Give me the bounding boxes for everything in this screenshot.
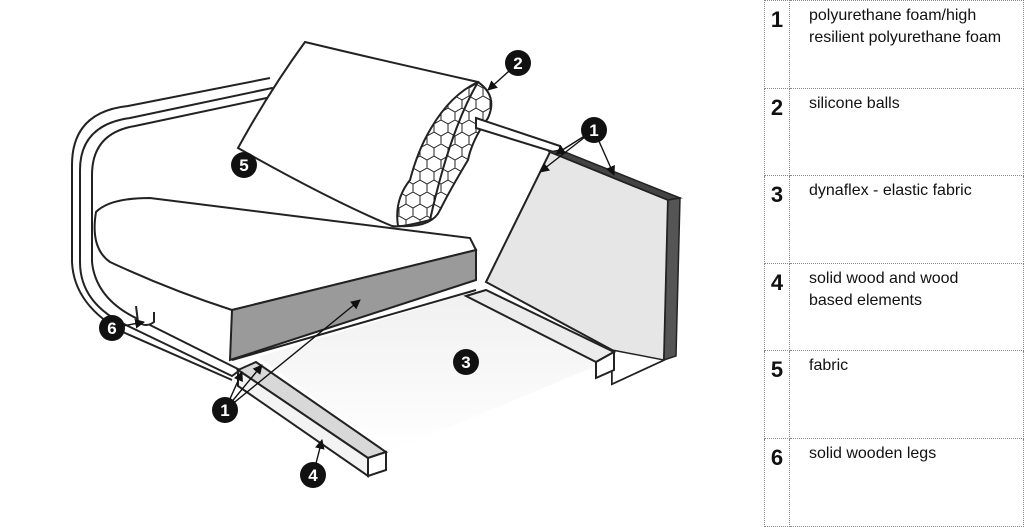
legend-number: 1 [764, 0, 790, 89]
legend-table: 1 polyurethane foam/high resilient polyu… [764, 0, 1024, 527]
wooden-leg [135, 305, 155, 326]
legend-row: 3 dynaflex - elastic fabric [764, 175, 1024, 264]
seat-cushion [93, 196, 478, 312]
legend-row: 6 solid wooden legs [764, 437, 1024, 527]
callout-4: 4 [300, 462, 326, 488]
svg-text:6: 6 [107, 319, 116, 338]
callout-3: 3 [453, 349, 479, 375]
callout-6: 6 [99, 315, 125, 341]
legend-number: 2 [764, 87, 790, 177]
elastic-fabric [258, 293, 598, 452]
legend-text: dynaflex - elastic fabric [789, 175, 1024, 264]
legend-number: 5 [764, 350, 790, 439]
svg-text:4: 4 [308, 466, 318, 485]
legend-number: 6 [764, 437, 790, 527]
legend-text: solid wood and wood based elements [789, 262, 1024, 352]
svg-text:2: 2 [513, 54, 522, 73]
legend-text: silicone balls [789, 87, 1024, 177]
legend-row: 2 silicone balls [764, 87, 1024, 177]
callout-1-bottom: 1 [212, 397, 238, 423]
svg-text:3: 3 [461, 353, 470, 372]
sofa-construction-diagram: 1 1 2 3 4 5 6 [71, 40, 683, 488]
svg-text:1: 1 [589, 121, 598, 140]
legend-row: 1 polyurethane foam/high resilient polyu… [764, 0, 1024, 89]
svg-text:1: 1 [220, 401, 229, 420]
legend-text: fabric [789, 350, 1024, 439]
armrest-frame [79, 86, 278, 378]
legend-row: 4 solid wood and wood based elements [764, 262, 1024, 352]
svg-text:5: 5 [239, 156, 248, 175]
callout-5: 5 [231, 152, 257, 178]
back-rail [475, 116, 561, 156]
legend-text: solid wooden legs [789, 437, 1024, 527]
callout-1-top: 1 [581, 117, 607, 143]
legend-text: polyurethane foam/high resilient polyure… [789, 0, 1024, 89]
legend-number: 3 [764, 175, 790, 264]
callout-2: 2 [505, 50, 531, 76]
legend-number: 4 [764, 262, 790, 352]
legend-row: 5 fabric [764, 350, 1024, 439]
